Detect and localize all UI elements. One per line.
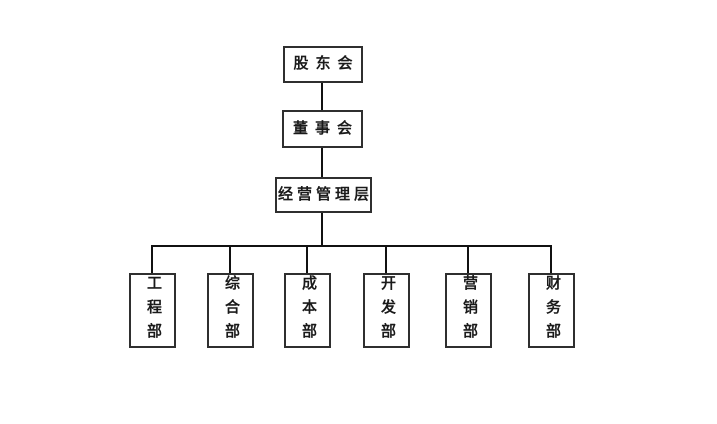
org-box-board: 董事会	[282, 110, 363, 148]
org-box-management: 经营管理层	[275, 177, 372, 213]
org-box-shareholders-label: 股东会	[293, 56, 360, 72]
org-box-dept-engineering-label: 工程部	[145, 274, 161, 347]
org-box-dept-engineering: 工程部	[129, 273, 176, 348]
connector-stub-engineering	[151, 245, 153, 273]
org-box-board-label: 董事会	[292, 120, 359, 137]
org-box-dept-marketing-label: 营销部	[461, 274, 477, 347]
connector-departments-rail	[151, 245, 552, 247]
connector-stub-finance	[550, 245, 552, 273]
connector-stub-marketing	[467, 245, 469, 273]
connector-stub-cost	[306, 245, 308, 273]
connector-management-trunk	[321, 213, 323, 246]
org-box-dept-general-label: 综合部	[223, 274, 239, 347]
org-box-management-label: 经营管理层	[277, 186, 373, 203]
org-box-dept-marketing: 营销部	[445, 273, 492, 348]
org-box-dept-general: 综合部	[207, 273, 254, 348]
org-box-dept-cost: 成本部	[284, 273, 331, 348]
org-box-dept-development-label: 开发部	[379, 274, 395, 347]
org-box-dept-development: 开发部	[363, 273, 410, 348]
connector-stub-general	[229, 245, 231, 273]
connector-shareholders-board	[321, 83, 323, 110]
connector-board-management	[321, 148, 323, 177]
org-box-dept-cost-label: 成本部	[300, 274, 316, 347]
org-box-dept-finance: 财务部	[528, 273, 575, 348]
org-box-shareholders: 股东会	[283, 46, 363, 83]
connector-stub-development	[385, 245, 387, 273]
org-box-dept-finance-label: 财务部	[544, 274, 560, 347]
